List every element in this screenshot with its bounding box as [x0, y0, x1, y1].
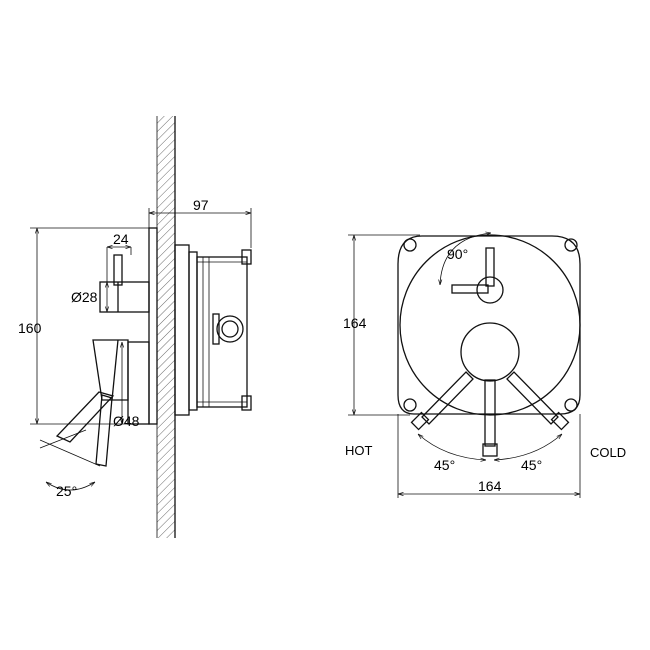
dim-diameter-small-label: Ø28: [71, 289, 98, 305]
dim-top-angle-label: 90°: [447, 246, 468, 262]
lever-center: [484, 379, 496, 447]
label-cold: COLD: [590, 445, 626, 460]
dim-small-width-label: 24: [113, 231, 129, 247]
wall-section: [157, 116, 175, 538]
label-hot: HOT: [345, 443, 373, 458]
mixer-dial: [460, 322, 520, 382]
corner-lug: [564, 238, 578, 252]
dim-height-label: 160: [18, 320, 42, 336]
round-cover-plate: [399, 234, 581, 416]
side-view: 97 160 24 Ø28 Ø48 25°: [18, 116, 252, 538]
dim-angle-label: 25°: [56, 483, 77, 499]
dim-left-angle-label: 45°: [434, 457, 455, 473]
dim-right-angle-label: 45°: [521, 457, 542, 473]
corner-lug: [403, 398, 417, 412]
diverter-knob-side: [99, 254, 150, 313]
dim-diameter-large-label: Ø48: [113, 413, 140, 429]
mixer-body-side: [174, 244, 252, 416]
lever-cold-position: [506, 371, 570, 431]
dim-depth-label: 97: [193, 197, 209, 213]
lever-hot-position: [410, 371, 474, 431]
cover-plate-side: [148, 227, 158, 425]
front-view: 90° 45° 45° HOT COLD 164 164: [343, 233, 626, 498]
lever-handle-side: [39, 339, 150, 467]
dim-front-width-label: 164: [478, 478, 502, 494]
corner-lug: [403, 238, 417, 252]
diverter-knob: [476, 276, 504, 304]
dim-front-height-label: 164: [343, 315, 367, 331]
corner-lug: [564, 398, 578, 412]
